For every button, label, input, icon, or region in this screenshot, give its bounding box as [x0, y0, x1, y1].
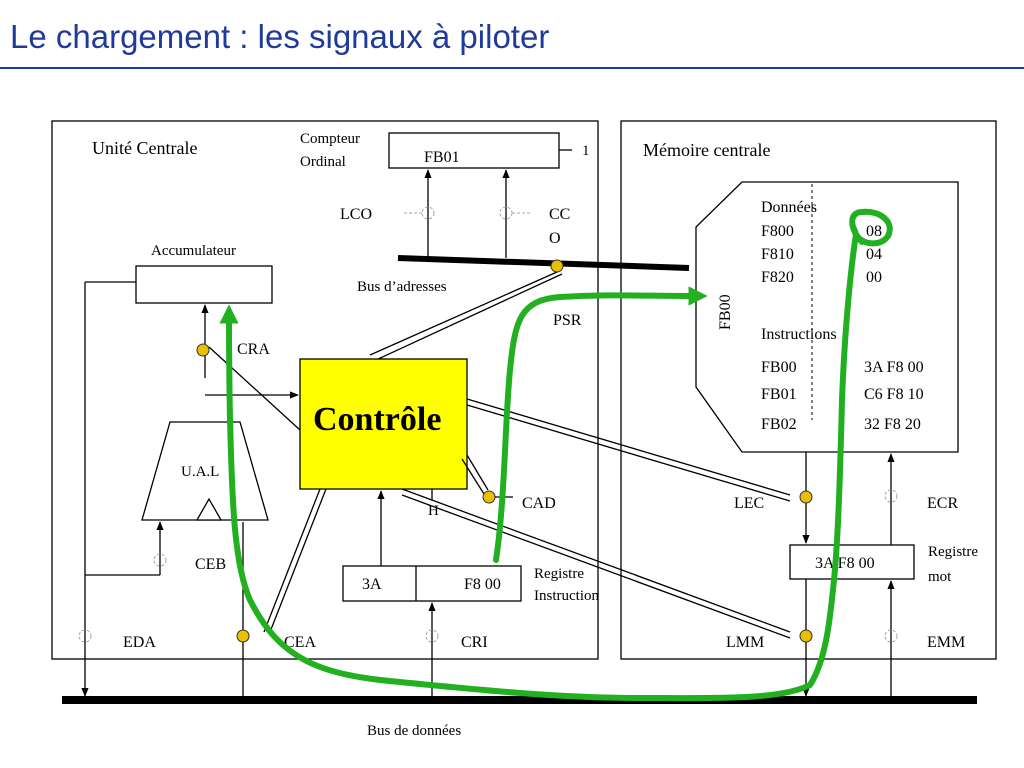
- ual-block: [141, 421, 269, 521]
- title-rule: [0, 67, 1024, 69]
- psr-gate-icon[interactable]: [550, 259, 564, 273]
- cea-control-line-a: [263, 488, 321, 633]
- ceb-label: CEB: [195, 556, 226, 573]
- cea-label: CEA: [284, 634, 316, 651]
- emm-label: EMM: [927, 634, 965, 651]
- accumulateur-register: [135, 265, 273, 304]
- slide-title: Le chargement : les signaux à piloter: [10, 18, 550, 55]
- cad-gate-icon[interactable]: [482, 490, 496, 504]
- unite-centrale-frame: [51, 120, 599, 660]
- registre-mot-value: 3A F8 00: [815, 555, 875, 572]
- cri-label: CRI: [461, 634, 488, 651]
- compteur-ordinal-register: [388, 132, 560, 169]
- ual-notch: [195, 497, 223, 521]
- compteur-value: FB01: [424, 149, 460, 166]
- instruction-val-2: 32 F8 20: [864, 416, 921, 433]
- lco-gate-icon[interactable]: [421, 206, 435, 220]
- memoire-centrale-title: Mémoire centrale: [643, 140, 770, 160]
- accumulateur-label: Accumulateur: [151, 243, 236, 259]
- psr-control-line-a: [369, 271, 558, 356]
- donnee-val-0: 08: [866, 223, 882, 240]
- registre-mot-label-2: mot: [928, 569, 952, 585]
- lmm-control-line-a: [401, 488, 791, 633]
- cra-control-line: [208, 346, 301, 431]
- compteur-increment: 1: [582, 143, 590, 159]
- eda-gate-icon[interactable]: [78, 629, 92, 643]
- instruction-val-0: 3A F8 00: [864, 359, 924, 376]
- compteur-label-2: Ordinal: [300, 154, 346, 170]
- registre-instruction-label-2: Instruction: [534, 588, 599, 604]
- green-path-memory-to-accumulateur: [219, 208, 893, 702]
- cea-gate-icon[interactable]: [236, 629, 250, 643]
- cad-label: CAD: [522, 495, 556, 512]
- controle-label: Contrôle: [313, 401, 441, 438]
- instruction-addr-2: FB02: [761, 416, 797, 433]
- green-path-ri-to-memory: [493, 286, 708, 563]
- lec-label: LEC: [734, 495, 764, 512]
- memoire-centrale-frame: [620, 120, 997, 660]
- registre-instruction-label-1: Registre: [534, 566, 584, 582]
- eda-label: EDA: [123, 634, 156, 651]
- ecr-label: ECR: [927, 495, 958, 512]
- lec-gate-icon[interactable]: [799, 490, 813, 504]
- cra-gate-icon[interactable]: [196, 343, 210, 357]
- donnee-addr-1: F810: [761, 246, 794, 263]
- donnee-addr-2: F820: [761, 269, 794, 286]
- lec-control-line-b: [466, 404, 791, 502]
- compteur-label-1: Compteur: [300, 131, 360, 147]
- registre-mot-label-1: Registre: [928, 544, 978, 560]
- cad-control-line-a: [466, 454, 489, 491]
- registre-instruction: [342, 565, 522, 602]
- instruction-addr-0: FB00: [761, 359, 797, 376]
- lco-label: LCO: [340, 206, 372, 223]
- cri-gate-icon[interactable]: [425, 629, 439, 643]
- donnees-label: Données: [761, 199, 817, 216]
- donnee-addr-0: F800: [761, 223, 794, 240]
- instruction-val-1: C6 F8 10: [864, 386, 924, 403]
- ecr-gate-icon[interactable]: [884, 489, 898, 503]
- ual-label: U.A.L: [181, 464, 219, 480]
- ri-opcode: 3A: [362, 576, 382, 593]
- lmm-control-line-b: [401, 494, 791, 639]
- ri-operand: F8 00: [464, 576, 501, 593]
- instruction-addr-1: FB01: [761, 386, 797, 403]
- lmm-label: LMM: [726, 634, 764, 651]
- lmm-gate-icon[interactable]: [799, 629, 813, 643]
- memoire-block: [695, 181, 959, 453]
- cco-label-1: CC: [549, 206, 570, 223]
- cad-control-line-b: [461, 458, 485, 495]
- ceb-gate-icon[interactable]: [153, 553, 167, 567]
- memory-address-label: FB00: [717, 294, 734, 330]
- unite-centrale-title: Unité Centrale: [92, 138, 197, 158]
- donnee-val-1: 04: [866, 246, 882, 263]
- controle-block: [299, 358, 468, 490]
- psr-label: PSR: [553, 312, 582, 329]
- h-label: H: [428, 503, 439, 519]
- psr-control-line-b: [375, 273, 563, 361]
- bus-donnees-label: Bus de données: [367, 723, 461, 739]
- emm-gate-icon[interactable]: [884, 629, 898, 643]
- bus-adresses: [397, 255, 690, 271]
- cea-control-line-b: [269, 488, 327, 633]
- donnee-val-2: 00: [866, 269, 882, 286]
- registre-mot: [789, 544, 915, 580]
- cra-label: CRA: [237, 341, 270, 358]
- instructions-label: Instructions: [761, 326, 837, 343]
- lec-control-line-a: [466, 398, 791, 496]
- cco-label-2: O: [549, 230, 561, 247]
- bus-adresses-label: Bus d’adresses: [357, 279, 447, 295]
